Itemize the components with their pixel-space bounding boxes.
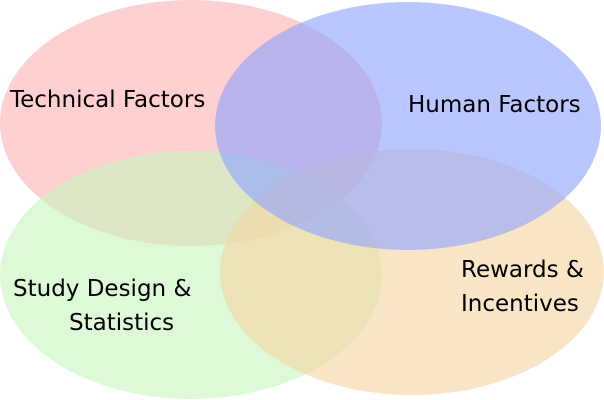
- rewards-incentives-label-line2: Incentives: [461, 291, 579, 317]
- human-factors-ellipse: [215, 2, 601, 250]
- study-design-label-line1: Study Design &: [13, 276, 191, 302]
- rewards-incentives-label-line1: Rewards &: [461, 257, 584, 283]
- technical-factors-label: Technical Factors: [9, 87, 205, 113]
- human-factors-label: Human Factors: [408, 92, 581, 118]
- study-design-label-line2: Statistics: [69, 310, 174, 336]
